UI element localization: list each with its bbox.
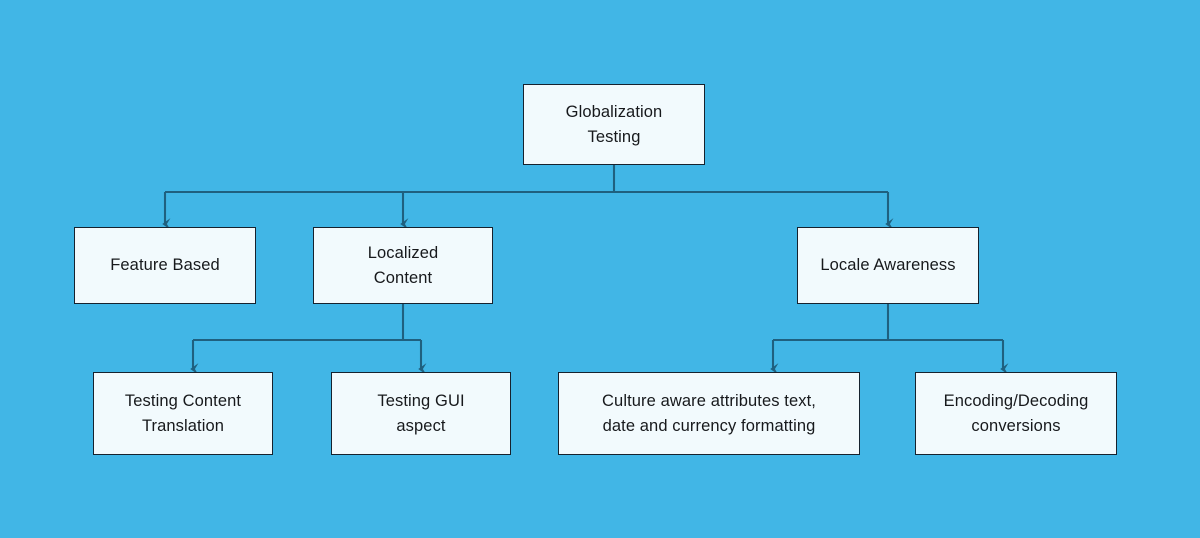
node-label: Culture aware attributes text, date and … [602, 391, 816, 435]
node-locale-awareness[interactable]: Locale Awareness [797, 227, 979, 304]
node-feature-based[interactable]: Feature Based [74, 227, 256, 304]
node-culture-aware-attributes[interactable]: Culture aware attributes text, date and … [558, 372, 860, 455]
node-label: Locale Awareness [820, 256, 956, 275]
node-globalization-testing[interactable]: Globalization Testing [523, 84, 705, 165]
node-label: Localized Content [367, 243, 439, 287]
node-encoding-decoding-conversions[interactable]: Encoding/Decoding conversions [915, 372, 1117, 455]
node-localized-content[interactable]: Localized Content [313, 227, 493, 304]
node-label: Testing Content Translation [124, 391, 242, 435]
node-label: Feature Based [110, 256, 220, 275]
node-label: Testing GUI aspect [377, 391, 465, 435]
node-testing-gui-aspect[interactable]: Testing GUI aspect [331, 372, 511, 455]
node-testing-content-translation[interactable]: Testing Content Translation [93, 372, 273, 455]
node-label: Encoding/Decoding conversions [943, 391, 1089, 435]
node-label: Globalization Testing [565, 102, 663, 146]
